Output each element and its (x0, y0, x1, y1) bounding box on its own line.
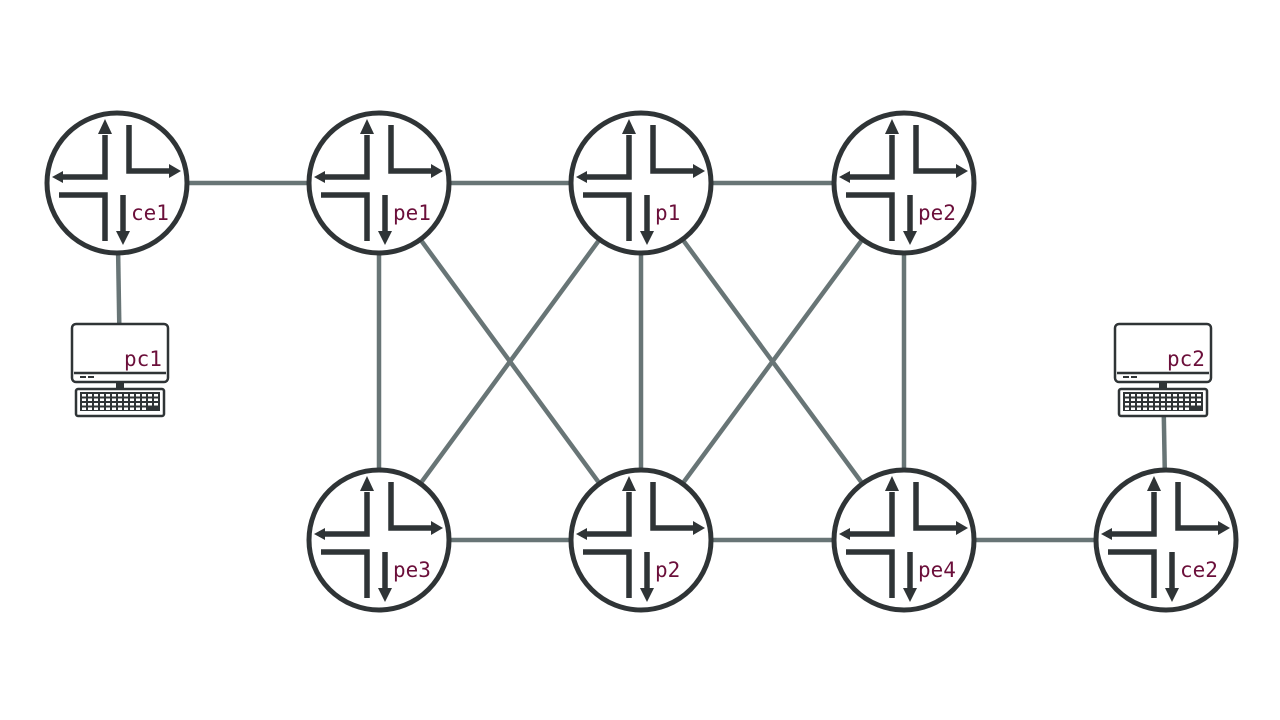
router-icon (1101, 476, 1230, 602)
router-pe1[interactable]: pe1 (306, 110, 452, 256)
router-label: pe1 (393, 201, 431, 225)
router-p1[interactable]: p1 (568, 110, 714, 256)
nodes-layer: ce1 pe1 p1 pe2 pe3 p2 pe4 ce2 pc1 pc2 (44, 110, 1239, 613)
router-outline (831, 110, 977, 256)
router-icon (576, 119, 705, 245)
router-label: ce1 (131, 201, 169, 225)
router-label: pe3 (393, 558, 431, 582)
router-label: pe2 (918, 201, 956, 225)
host-label: pc2 (1167, 347, 1205, 371)
router-outline (831, 467, 977, 613)
router-outline (306, 467, 452, 613)
router-pe2[interactable]: pe2 (831, 110, 977, 256)
computer-icon (70, 322, 170, 418)
router-ce1[interactable]: ce1 (44, 110, 190, 256)
router-icon (314, 476, 443, 602)
host-label: pc1 (124, 347, 162, 371)
router-pe4[interactable]: pe4 (831, 467, 977, 613)
router-p2[interactable]: p2 (568, 467, 714, 613)
link-p1-pe3 (377, 181, 643, 542)
router-outline (44, 110, 190, 256)
router-icon (839, 476, 968, 602)
router-icon (839, 119, 968, 245)
router-label: p1 (655, 201, 680, 225)
router-icon (576, 476, 705, 602)
router-outline (306, 110, 452, 256)
router-label: p2 (655, 558, 680, 582)
router-label: ce2 (1180, 558, 1218, 582)
router-ce2[interactable]: ce2 (1093, 467, 1239, 613)
router-icon (314, 119, 443, 245)
host-pc2[interactable]: pc2 (1113, 322, 1213, 418)
router-icon (52, 119, 181, 245)
router-pe3[interactable]: pe3 (306, 467, 452, 613)
link-pe2-p2 (639, 181, 906, 542)
host-pc1[interactable]: pc1 (70, 322, 170, 418)
router-outline (568, 110, 714, 256)
router-outline (568, 467, 714, 613)
computer-icon (1113, 322, 1213, 418)
router-label: pe4 (918, 558, 956, 582)
router-outline (1093, 467, 1239, 613)
